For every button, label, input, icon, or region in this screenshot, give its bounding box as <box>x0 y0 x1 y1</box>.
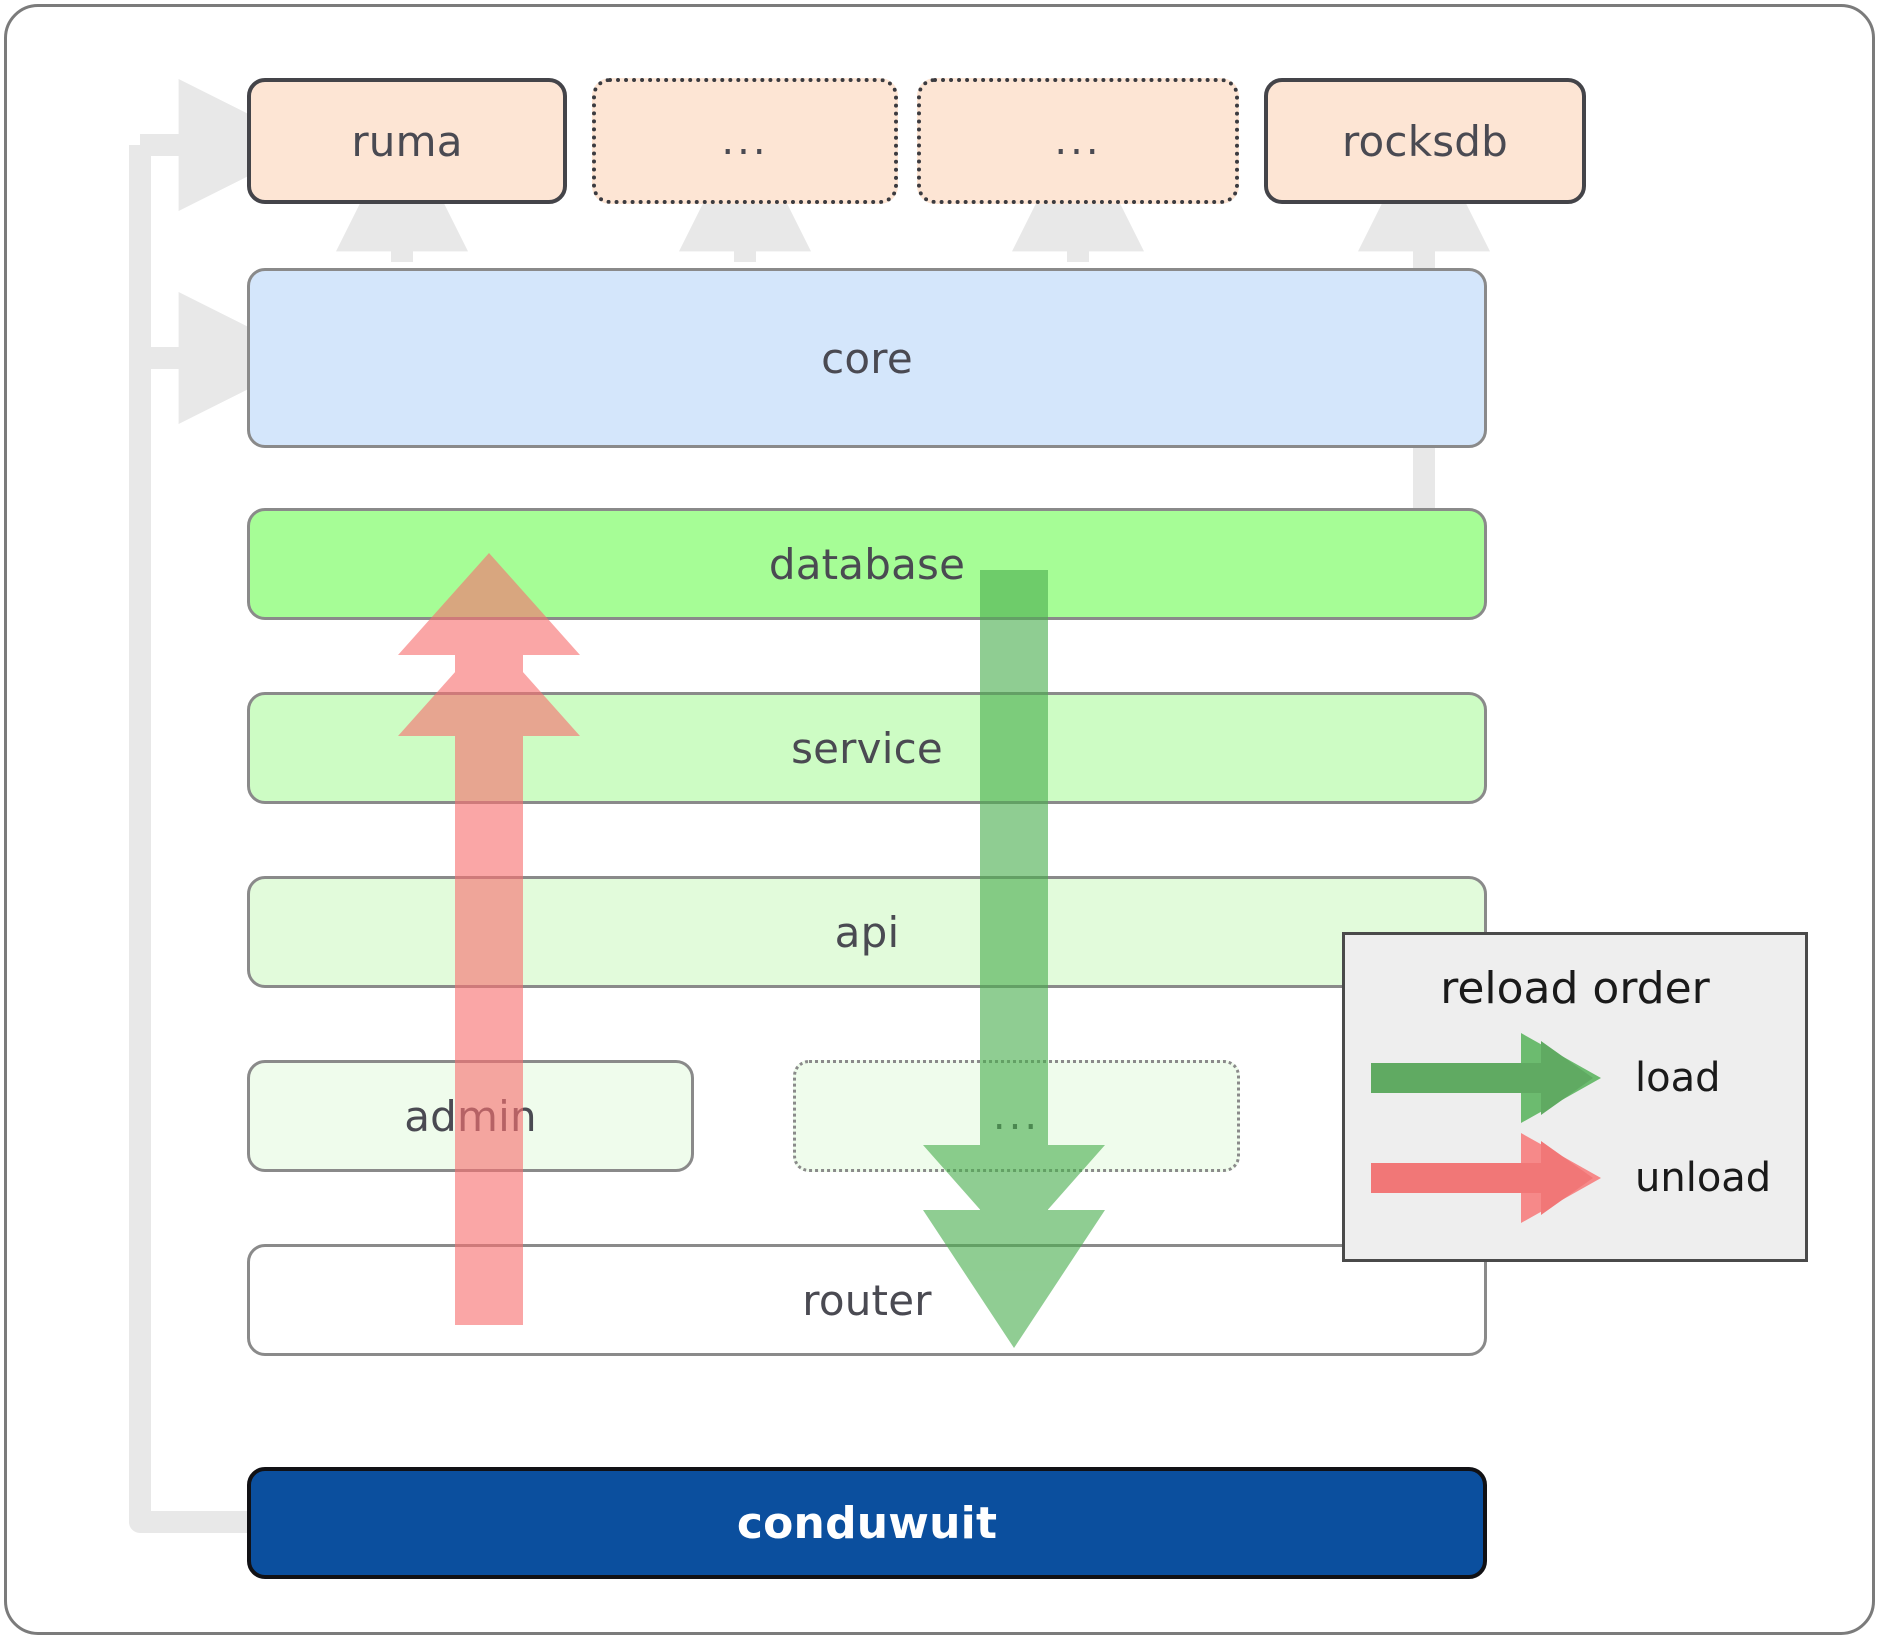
legend-panel: reload order load unload <box>1342 932 1808 1262</box>
node-dep-ellipsis-2-label: ... <box>1054 118 1102 164</box>
node-conduwuit-label: conduwuit <box>736 1497 998 1549</box>
node-admin-label: admin <box>404 1091 537 1141</box>
legend-unload-arrow-icon <box>1371 1133 1601 1223</box>
node-router[interactable]: router <box>247 1244 1487 1356</box>
node-database-label: database <box>768 539 966 589</box>
node-rocksdb-label: rocksdb <box>1341 116 1509 166</box>
node-database[interactable]: database <box>247 508 1487 620</box>
node-rocksdb[interactable]: rocksdb <box>1264 78 1586 204</box>
node-stack-ellipsis[interactable]: ... <box>793 1060 1240 1172</box>
node-service[interactable]: service <box>247 692 1487 804</box>
node-dep-ellipsis-2[interactable]: ... <box>917 78 1239 204</box>
legend-load-arrow-icon <box>1371 1033 1601 1123</box>
node-core[interactable]: core <box>247 268 1487 448</box>
legend-title: reload order <box>1440 963 1710 1014</box>
legend-unload-label: unload <box>1635 1155 1772 1201</box>
node-service-label: service <box>791 723 943 773</box>
node-dep-ellipsis-1[interactable]: ... <box>592 78 898 204</box>
node-stack-ellipsis-label: ... <box>992 1093 1041 1139</box>
node-core-label: core <box>821 333 913 383</box>
node-api[interactable]: api <box>247 876 1487 988</box>
node-ruma-label: ruma <box>351 116 463 166</box>
node-router-label: router <box>802 1275 932 1325</box>
node-conduwuit[interactable]: conduwuit <box>247 1467 1487 1579</box>
legend-load-label: load <box>1635 1055 1721 1101</box>
diagram-frame <box>4 4 1875 1635</box>
node-ruma[interactable]: ruma <box>247 78 567 204</box>
node-api-label: api <box>834 907 900 957</box>
node-dep-ellipsis-1-label: ... <box>721 118 769 164</box>
node-admin[interactable]: admin <box>247 1060 694 1172</box>
